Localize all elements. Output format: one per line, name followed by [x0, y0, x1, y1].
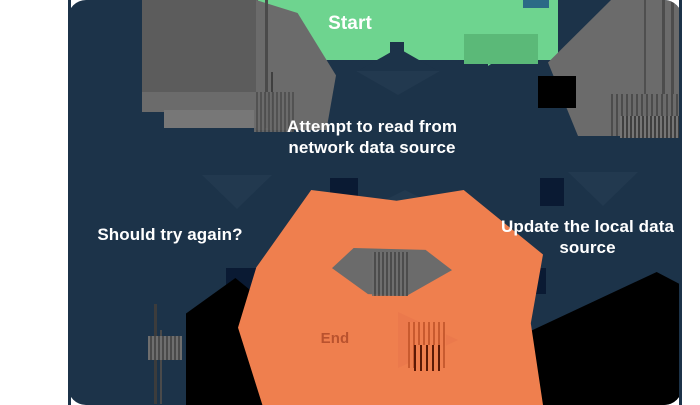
- node-should-retry-label: Should try again?: [97, 225, 243, 244]
- artifact-noise: [620, 116, 682, 138]
- node-start-label: Start: [328, 13, 372, 34]
- artifact-noise: [148, 336, 182, 360]
- artifact-noise: [254, 92, 294, 132]
- artifact-streak: [671, 0, 674, 134]
- artifact-streak: [644, 0, 646, 134]
- node-update-local-label: Update the local data source: [500, 217, 675, 257]
- node-start-shade: [464, 34, 538, 64]
- artifact-noise: [414, 345, 440, 371]
- artifact-streak: [662, 0, 665, 134]
- artifact-noise: [372, 252, 408, 296]
- artifact-block: [523, 0, 549, 8]
- artifact-streak: [265, 0, 268, 128]
- artifact-block: [538, 76, 576, 108]
- artifact-block: [540, 178, 564, 206]
- artifact-block: [142, 92, 276, 112]
- artifact-block: [164, 110, 282, 128]
- arrow-down-tail-icon: [356, 71, 440, 95]
- node-attempt-read-label: Attempt to read from network data source: [286, 117, 458, 157]
- arrow-down-icon: [356, 48, 440, 72]
- node-end-shape[interactable]: [238, 190, 543, 405]
- artifact-block: [142, 0, 258, 96]
- artifact-streak: [160, 330, 162, 404]
- artifact-triangle: [202, 175, 272, 209]
- artifact-triangle: [568, 172, 638, 206]
- card-edge-left: [68, 0, 71, 405]
- flowchart-card: [68, 0, 682, 405]
- artifact-block: [526, 272, 682, 405]
- card-edge-right: [679, 0, 682, 405]
- node-end-label: End: [320, 330, 350, 347]
